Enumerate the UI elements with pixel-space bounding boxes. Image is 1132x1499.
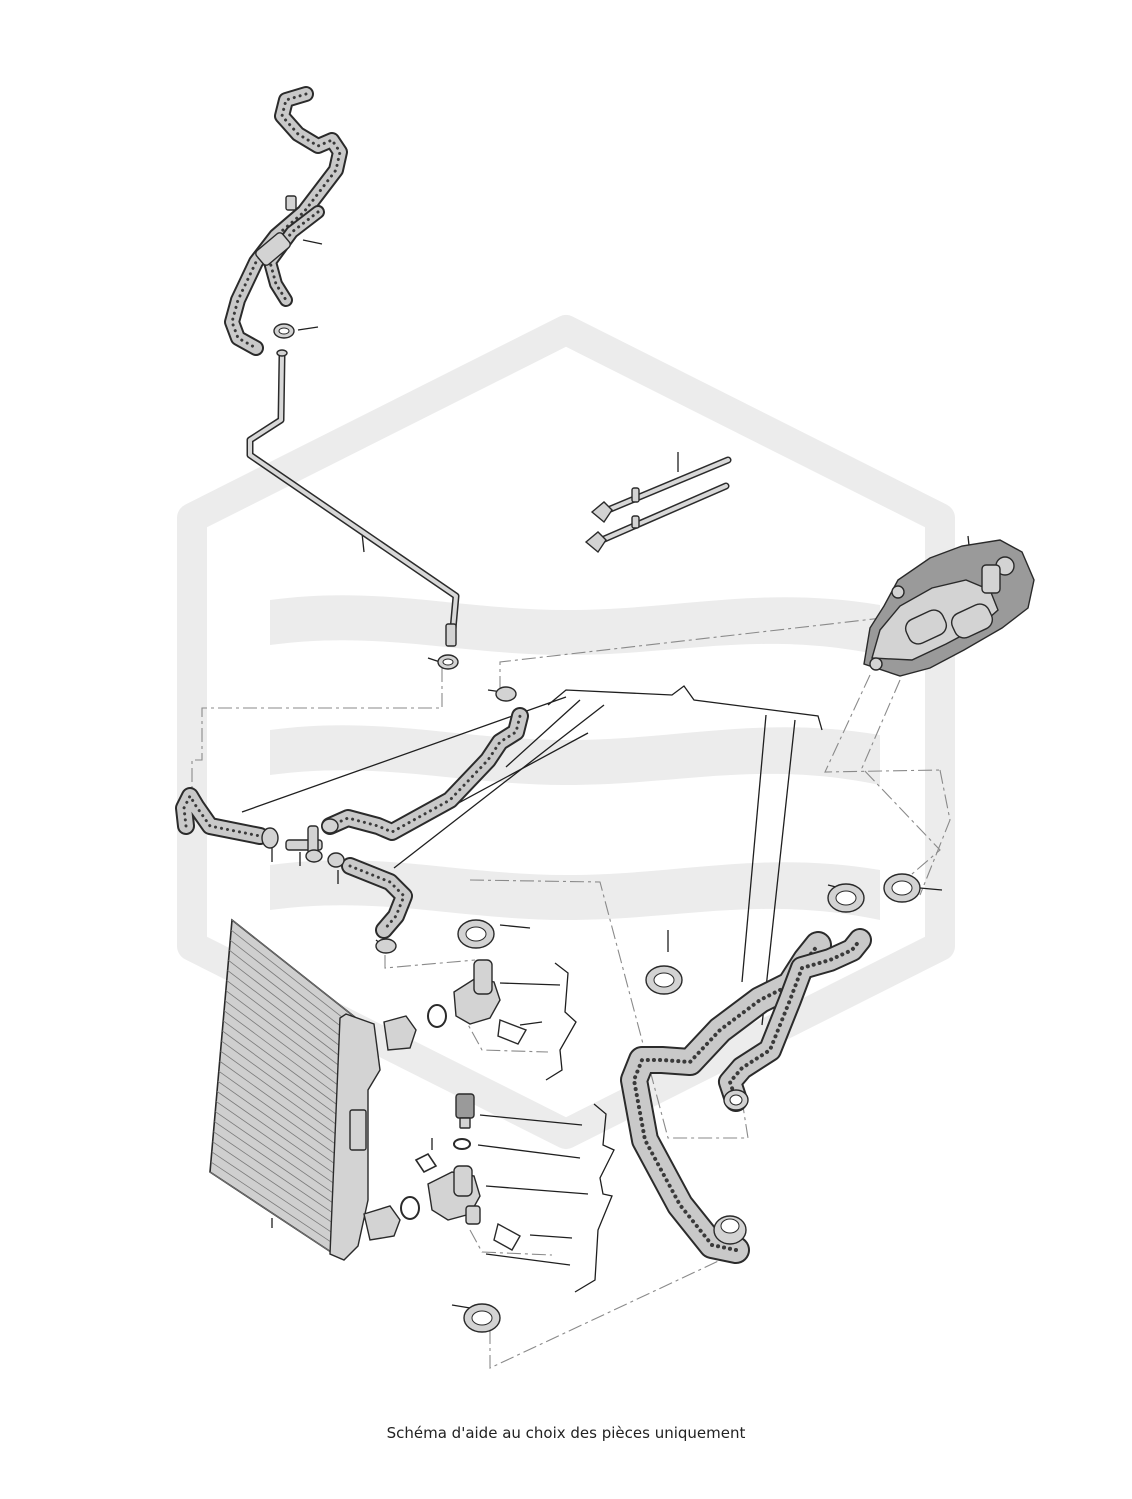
radiator-fin [214, 1121, 344, 1211]
radiator-fin [229, 939, 355, 1038]
radiator-fin [221, 1040, 349, 1134]
radiator-fin [225, 990, 352, 1086]
temperature-sensor[interactable] [455, 1093, 475, 1129]
radiator-fin [222, 1020, 350, 1115]
leader-lines [241, 239, 971, 1309]
upper-vent-hose[interactable] [224, 86, 348, 356]
small-elbow-hose[interactable] [327, 852, 413, 954]
radiator-fin [229, 949, 355, 1048]
radiator-fin [218, 1070, 347, 1163]
radiator-fin [224, 1000, 352, 1096]
lower-left-hose[interactable] [175, 787, 269, 845]
pipe-end-clamp[interactable] [437, 654, 459, 670]
diagram-caption: Schéma d'aide au choix des pièces unique… [386, 1424, 746, 1442]
radiator-fin [217, 1080, 346, 1172]
radiator-fin [209, 1171, 341, 1259]
radiator-fin [227, 970, 354, 1067]
radiator-fin [216, 1091, 346, 1182]
coolant-t-connector[interactable] [261, 825, 323, 863]
radiator-fins [209, 919, 357, 1259]
vent-hose-clamp[interactable] [273, 323, 295, 339]
radiator-fin [213, 1131, 343, 1220]
radiator-fin [231, 919, 357, 1019]
radiator-fin [215, 1111, 345, 1201]
radiator-fin [219, 1060, 348, 1153]
fuel-lines-pair[interactable] [584, 456, 732, 554]
radiator-fin [212, 1141, 343, 1230]
upper-elbow-flange[interactable] [427, 959, 528, 1045]
large-hose-clamp[interactable] [457, 873, 921, 1333]
watermark-wave-1 [270, 595, 880, 655]
radiator-fin [228, 960, 354, 1057]
watermark-wave-3 [270, 860, 880, 920]
radiator-fin [220, 1050, 348, 1144]
s-bend-hose[interactable] [321, 686, 529, 841]
crossover-hose[interactable] [718, 928, 872, 1112]
lower-elbow-flange[interactable] [400, 1138, 521, 1251]
watermark-logo [177, 315, 955, 1149]
watermark-hexagon [177, 315, 955, 1149]
radiator-fin [222, 1030, 350, 1124]
radiator-fin [210, 1161, 341, 1249]
radiator-fin [223, 1010, 351, 1105]
thermostat-housing[interactable] [863, 539, 1035, 677]
radiator-fin [211, 1151, 342, 1240]
watermark-wave-2 [270, 725, 880, 785]
radiator-fin [226, 980, 353, 1076]
radiator-fin [230, 929, 356, 1028]
radiator-fin [215, 1101, 345, 1192]
radiator[interactable] [209, 918, 417, 1261]
metal-vent-pipe[interactable] [246, 349, 460, 647]
phantom-lines [191, 617, 951, 1369]
